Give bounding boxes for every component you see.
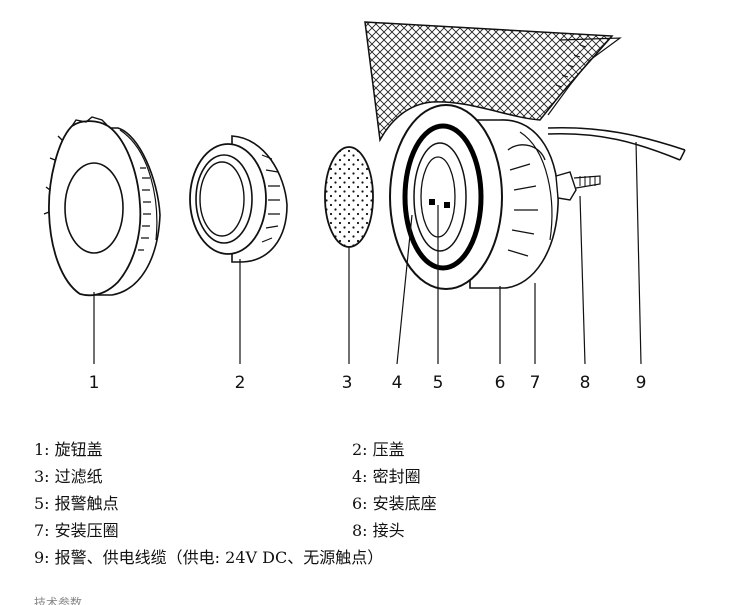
sensor-face-part [389,104,503,290]
legend-item-4: 4: 密封圈 [352,467,421,486]
parts-legend: 1: 旋钮盖 2: 压盖 3: 过滤纸 4: 密封圈 5: 报警触点 6: 安装… [34,436,734,571]
legend-item-5: 5: 报警触点 [34,494,119,513]
label-3: 3 [342,373,353,393]
legend-item-2: 2: 压盖 [352,440,405,459]
legend-item-6: 6: 安装底座 [352,494,437,513]
label-4: 4 [392,373,403,393]
legend-item-1: 1: 旋钮盖 [34,440,103,459]
alarm-contact-right [444,202,450,208]
legend-row: 3: 过滤纸 4: 密封圈 [34,463,734,490]
label-8: 8 [580,373,591,393]
leader-lines [93,141,642,365]
filter-paper-part [324,146,374,248]
legend-row: 1: 旋钮盖 2: 压盖 [34,436,734,463]
legend-item-8: 8: 接头 [352,521,405,540]
label-2: 2 [235,373,246,393]
label-7: 7 [530,373,541,393]
part-number-labels: 1 2 3 4 5 6 7 8 9 [89,373,647,393]
alarm-contact-left [429,199,435,205]
legend-item-9: 9: 报警、供电线缆（供电: 24V DC、无源触点） [34,548,384,567]
legend-item-3: 3: 过滤纸 [34,467,103,486]
legend-item-7: 7: 安装压圈 [34,521,119,540]
label-6: 6 [495,373,506,393]
label-1: 1 [89,373,100,393]
label-5: 5 [433,373,444,393]
duct-section [364,21,622,143]
cutoff-heading: 技术参数 [34,596,83,605]
exploded-assembly-diagram: 1 2 3 4 5 6 7 8 9 [43,21,686,393]
connector-part [555,171,601,201]
knob-cover-part [43,116,161,297]
legend-row: 9: 报警、供电线缆（供电: 24V DC、无源触点） [34,544,734,571]
pressure-cover-part [189,135,288,263]
label-9: 9 [636,373,647,393]
cable-part [547,126,686,161]
legend-row: 5: 报警触点 6: 安装底座 [34,490,734,517]
legend-row: 7: 安装压圈 8: 接头 [34,517,734,544]
